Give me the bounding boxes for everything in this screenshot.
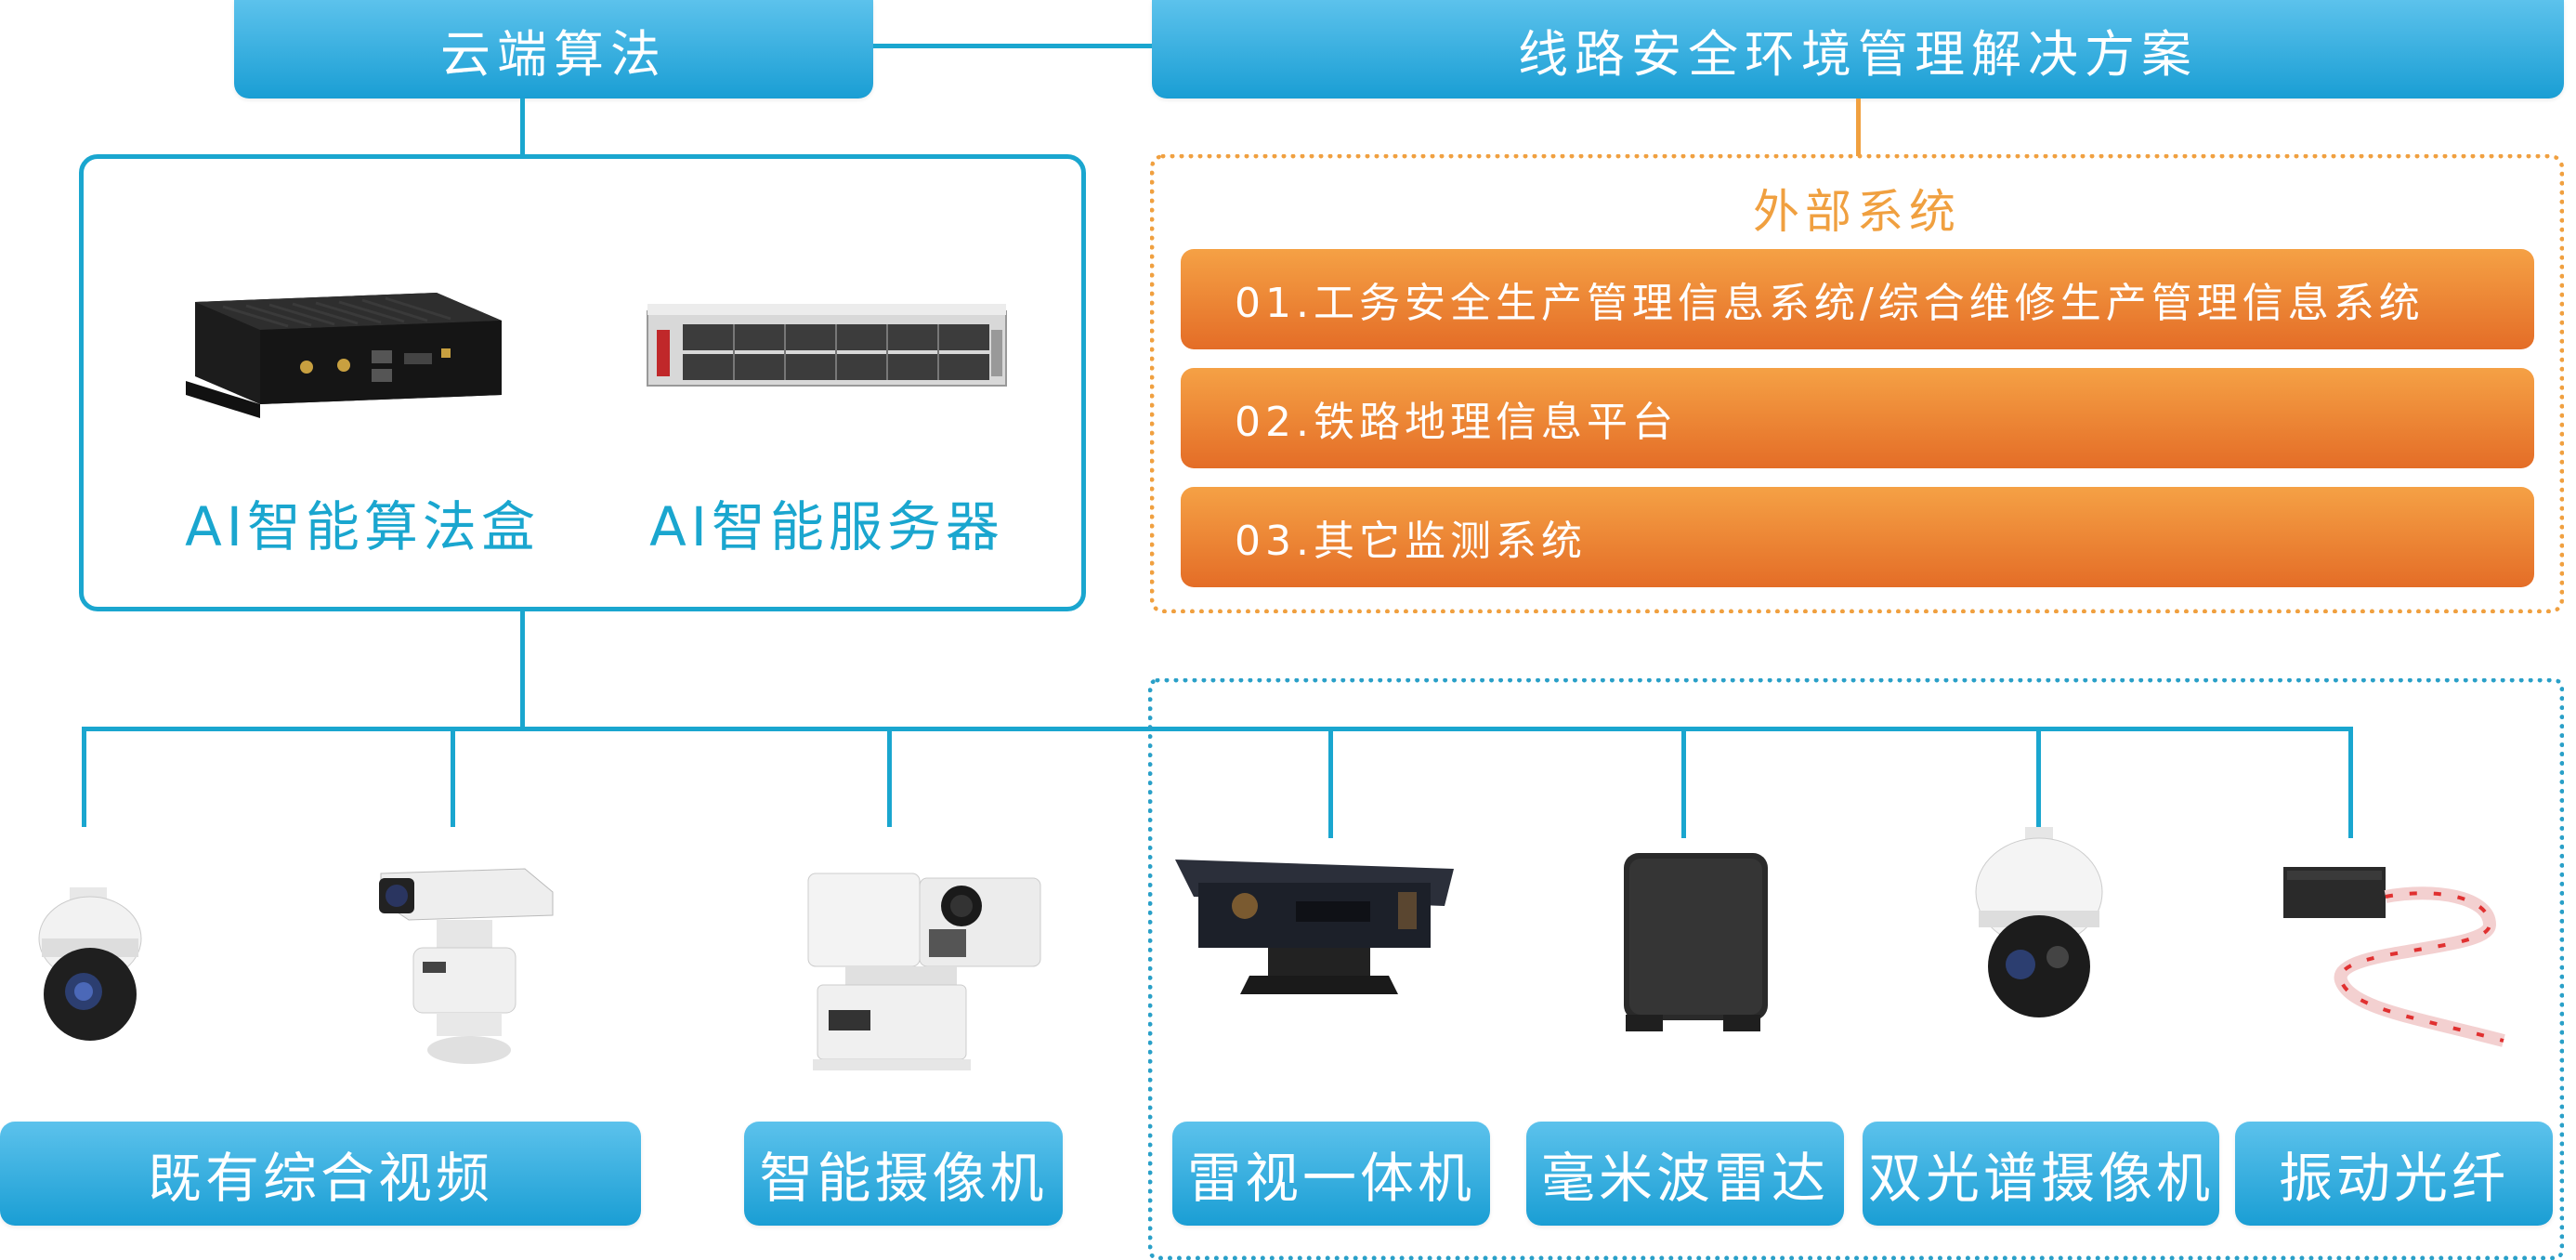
device-label-mmwave-radar: 毫米波雷达 bbox=[1526, 1122, 1844, 1226]
drop-line-7 bbox=[2348, 727, 2353, 838]
box-camera-pt-icon bbox=[379, 868, 554, 1064]
external-system-item-3-label: 03.其它监测系统 bbox=[1235, 518, 1587, 565]
new-devices-region bbox=[1148, 678, 2564, 1260]
external-system-item-2-label: 02.铁路地理信息平台 bbox=[1235, 399, 1678, 446]
mmwave-radar-icon bbox=[1624, 853, 1768, 1031]
external-system-item-1: 01.工务安全生产管理信息系统/综合维修生产管理信息系统 bbox=[1181, 249, 2534, 349]
device-label-dual-spectrum-text: 双光谱摄像机 bbox=[1867, 1147, 2214, 1210]
drop-line-1 bbox=[82, 727, 86, 827]
device-label-existing-video: 既有综合视频 bbox=[0, 1122, 641, 1226]
external-system-item-1-label: 01.工务安全生产管理信息系统/综合维修生产管理信息系统 bbox=[1235, 280, 2425, 327]
device-label-vibration-fiber-text: 振动光纤 bbox=[2278, 1147, 2509, 1210]
solution-title-header: 线路安全环境管理解决方案 bbox=[1152, 0, 2564, 98]
cloud-algorithm-header: 云端算法 bbox=[234, 0, 873, 98]
device-label-vibration-fiber: 振动光纤 bbox=[2235, 1122, 2553, 1226]
external-systems-title: 外部系统 bbox=[1753, 185, 1961, 239]
core-device-panel bbox=[79, 154, 1086, 611]
radar-video-unit-icon bbox=[1175, 860, 1454, 994]
drop-line-6 bbox=[2036, 727, 2041, 829]
external-system-item-2: 02.铁路地理信息平台 bbox=[1181, 368, 2534, 468]
core-to-bus-line bbox=[520, 611, 525, 728]
ai-algorithm-box-icon bbox=[186, 293, 502, 418]
vibration-fiber-icon bbox=[2283, 867, 2505, 1047]
solution-to-external-line bbox=[1856, 98, 1861, 156]
device-label-radar-video-text: 雷视一体机 bbox=[1186, 1147, 1475, 1210]
header-connector-line bbox=[873, 44, 1152, 48]
device-label-mmwave-radar-text: 毫米波雷达 bbox=[1540, 1147, 1829, 1210]
drop-line-2 bbox=[451, 727, 455, 827]
device-label-smart-camera: 智能摄像机 bbox=[744, 1122, 1063, 1226]
device-bus-line bbox=[82, 727, 2353, 731]
cloud-algorithm-label: 云端算法 bbox=[440, 24, 667, 84]
drop-line-5 bbox=[1681, 727, 1686, 838]
solution-title-label: 线路安全环境管理解决方案 bbox=[1518, 24, 2198, 84]
cloud-to-core-line bbox=[520, 98, 525, 156]
dome-ptz-camera-icon bbox=[38, 887, 142, 1041]
external-systems-panel bbox=[1150, 154, 2564, 613]
drop-line-3 bbox=[887, 727, 892, 827]
smart-camera-icon bbox=[807, 873, 1041, 1070]
device-label-dual-spectrum: 双光谱摄像机 bbox=[1863, 1122, 2219, 1226]
ai-algorithm-box-label: AI智能算法盒 bbox=[185, 495, 540, 558]
dual-spectrum-camera-icon bbox=[1975, 827, 2103, 1017]
device-label-existing-video-text: 既有综合视频 bbox=[147, 1147, 493, 1210]
ai-server-label: AI智能服务器 bbox=[649, 495, 1004, 558]
drop-line-4 bbox=[1328, 727, 1333, 838]
device-label-smart-camera-text: 智能摄像机 bbox=[759, 1147, 1048, 1210]
ai-server-icon bbox=[647, 304, 1007, 387]
device-label-radar-video: 雷视一体机 bbox=[1172, 1122, 1490, 1226]
external-system-item-3: 03.其它监测系统 bbox=[1181, 487, 2534, 587]
